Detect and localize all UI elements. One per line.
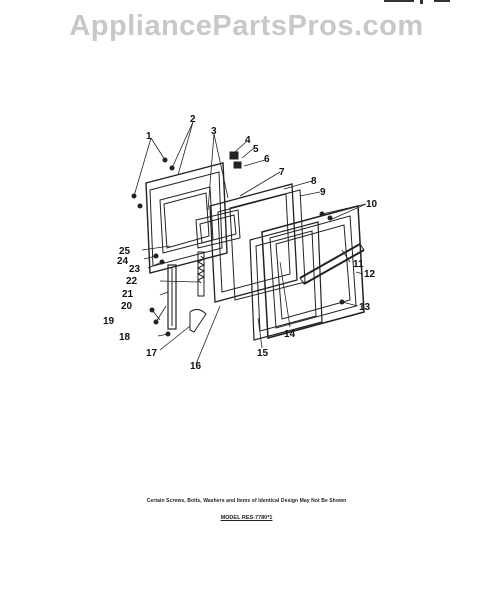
top-edge-marks: [384, 0, 450, 4]
window-gasket: [195, 209, 241, 249]
part-label-8: 8: [311, 176, 317, 187]
part-label-11: 11: [353, 259, 364, 270]
parts-footnote: Certain Screws, Bolts, Washers and Items…: [146, 498, 347, 504]
door-handle-bar: [299, 243, 365, 285]
front-door-frame: [261, 205, 365, 339]
part-label-20: 20: [121, 301, 133, 312]
part-label-21: 21: [122, 289, 134, 300]
leader-lines: [133, 121, 367, 365]
part-label-13: 13: [359, 302, 371, 313]
part-label-18: 18: [119, 332, 131, 343]
part-label-3: 3: [211, 126, 217, 137]
part-label-5: 5: [253, 144, 259, 155]
site-watermark: AppliancePartsPros.com: [69, 10, 424, 42]
part-label-25: 25: [119, 246, 131, 257]
hinge-assembly: [167, 251, 207, 333]
part-label-1: 1: [146, 131, 152, 142]
part-label-14: 14: [284, 329, 296, 340]
part-label-2: 2: [190, 114, 196, 125]
part-label-24: 24: [117, 256, 129, 267]
glass-panel: [249, 221, 323, 341]
part-label-15: 15: [257, 348, 269, 359]
part-label-16: 16: [190, 361, 202, 372]
part-label-6: 6: [264, 154, 270, 165]
part-label-10: 10: [366, 199, 378, 210]
part-label-19: 19: [103, 316, 115, 327]
part-label-22: 22: [126, 276, 138, 287]
part-label-4: 4: [245, 135, 251, 146]
part-label-17: 17: [146, 348, 158, 359]
part-number-labels: 1 2 3 4 5 6 7 8 9 10 11 12 13 14 15 16 1…: [103, 114, 378, 372]
model-number: MODEL RES-7780*1: [220, 515, 273, 521]
inner-door-panel: [209, 183, 306, 303]
fasteners: [131, 151, 345, 337]
part-label-23: 23: [129, 264, 141, 275]
part-label-7: 7: [279, 167, 285, 178]
part-label-9: 9: [320, 187, 326, 198]
part-label-12: 12: [364, 269, 376, 280]
